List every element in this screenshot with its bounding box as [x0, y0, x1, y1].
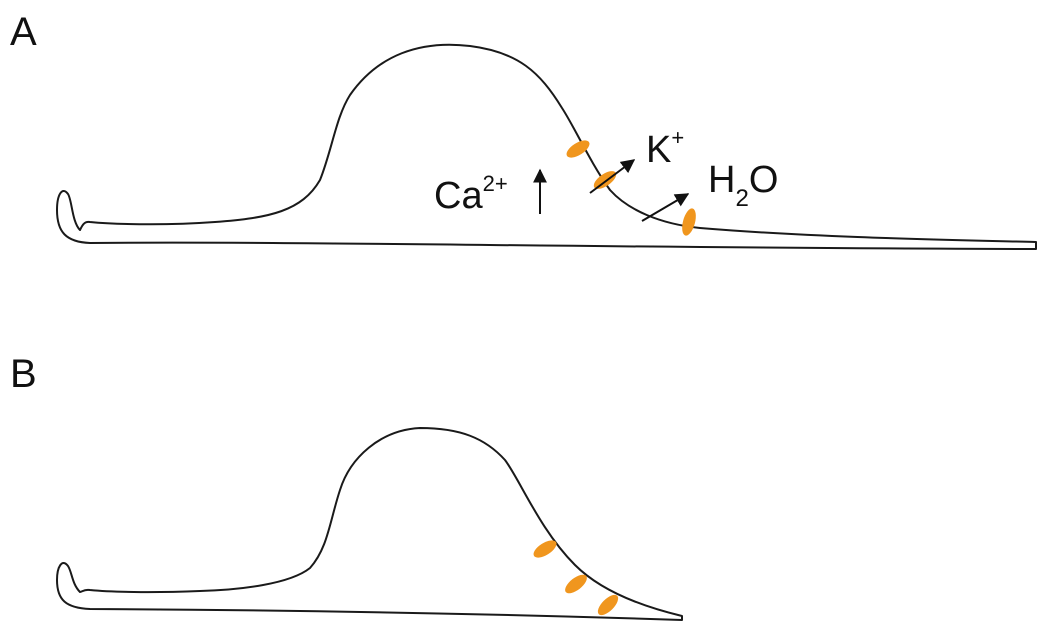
- calcium-symbol: Ca: [434, 175, 483, 217]
- ion-channel: [597, 594, 619, 616]
- water-efflux-arrow-icon: [641, 193, 690, 222]
- potassium-label: K+: [646, 125, 684, 171]
- potassium-symbol: K: [646, 129, 671, 171]
- ion-channel: [682, 208, 696, 236]
- water-h: H: [708, 159, 735, 201]
- panel-b-label: B: [10, 352, 37, 396]
- ion-channel: [565, 574, 587, 594]
- calcium-label: Ca2+: [434, 171, 508, 217]
- cell-outline-a: [56, 43, 1037, 250]
- ion-channel: [533, 540, 557, 558]
- potassium-efflux-arrow-icon: [589, 159, 636, 194]
- potassium-charge: +: [671, 125, 684, 150]
- calcium-charge: 2+: [483, 171, 508, 196]
- water-label: H2O: [708, 159, 778, 212]
- panel-b: B: [10, 352, 683, 621]
- water-subscript: 2: [735, 185, 748, 212]
- water-o: O: [749, 159, 779, 201]
- ion-channel: [566, 140, 590, 158]
- panel-a: A Ca2+ K+ H2O: [10, 10, 1037, 250]
- panel-a-label: A: [10, 10, 37, 54]
- ion-channel: [593, 171, 617, 189]
- cell-outline-b: [56, 427, 683, 621]
